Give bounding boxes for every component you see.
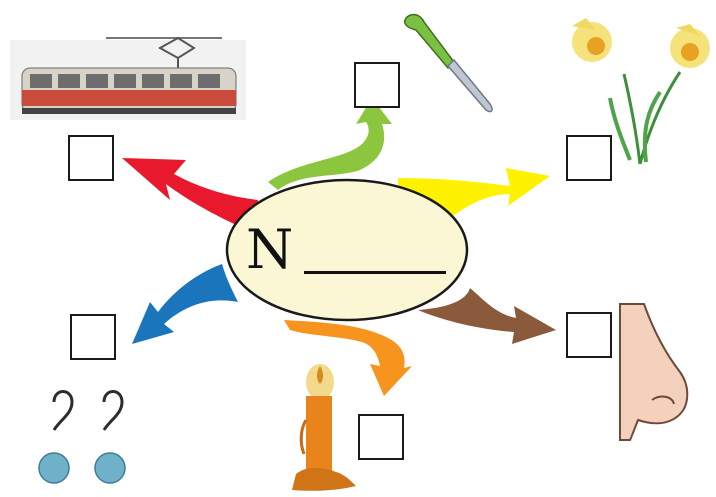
answer-box-knife[interactable]	[354, 62, 400, 108]
answer-box-nose[interactable]	[566, 312, 612, 358]
answer-box-earrings[interactable]	[70, 314, 116, 360]
daffodil-icon	[572, 18, 710, 165]
earrings-icon	[38, 390, 126, 484]
brown-arrow	[418, 288, 556, 344]
answer-box-daffodil[interactable]	[566, 135, 612, 181]
candle-icon	[292, 364, 356, 491]
blue-arrow	[132, 264, 238, 344]
answer-box-candle[interactable]	[358, 414, 404, 460]
knife-icon	[404, 13, 493, 113]
tram-icon	[10, 36, 246, 120]
center-letter: N	[246, 218, 294, 281]
green-arrow	[268, 98, 392, 190]
nose-icon	[619, 303, 689, 441]
answer-blank-line	[304, 271, 446, 274]
red-arrow	[122, 158, 258, 232]
center-oval	[225, 178, 469, 322]
answer-box-tram[interactable]	[68, 135, 114, 181]
orange-arrow	[284, 320, 412, 396]
